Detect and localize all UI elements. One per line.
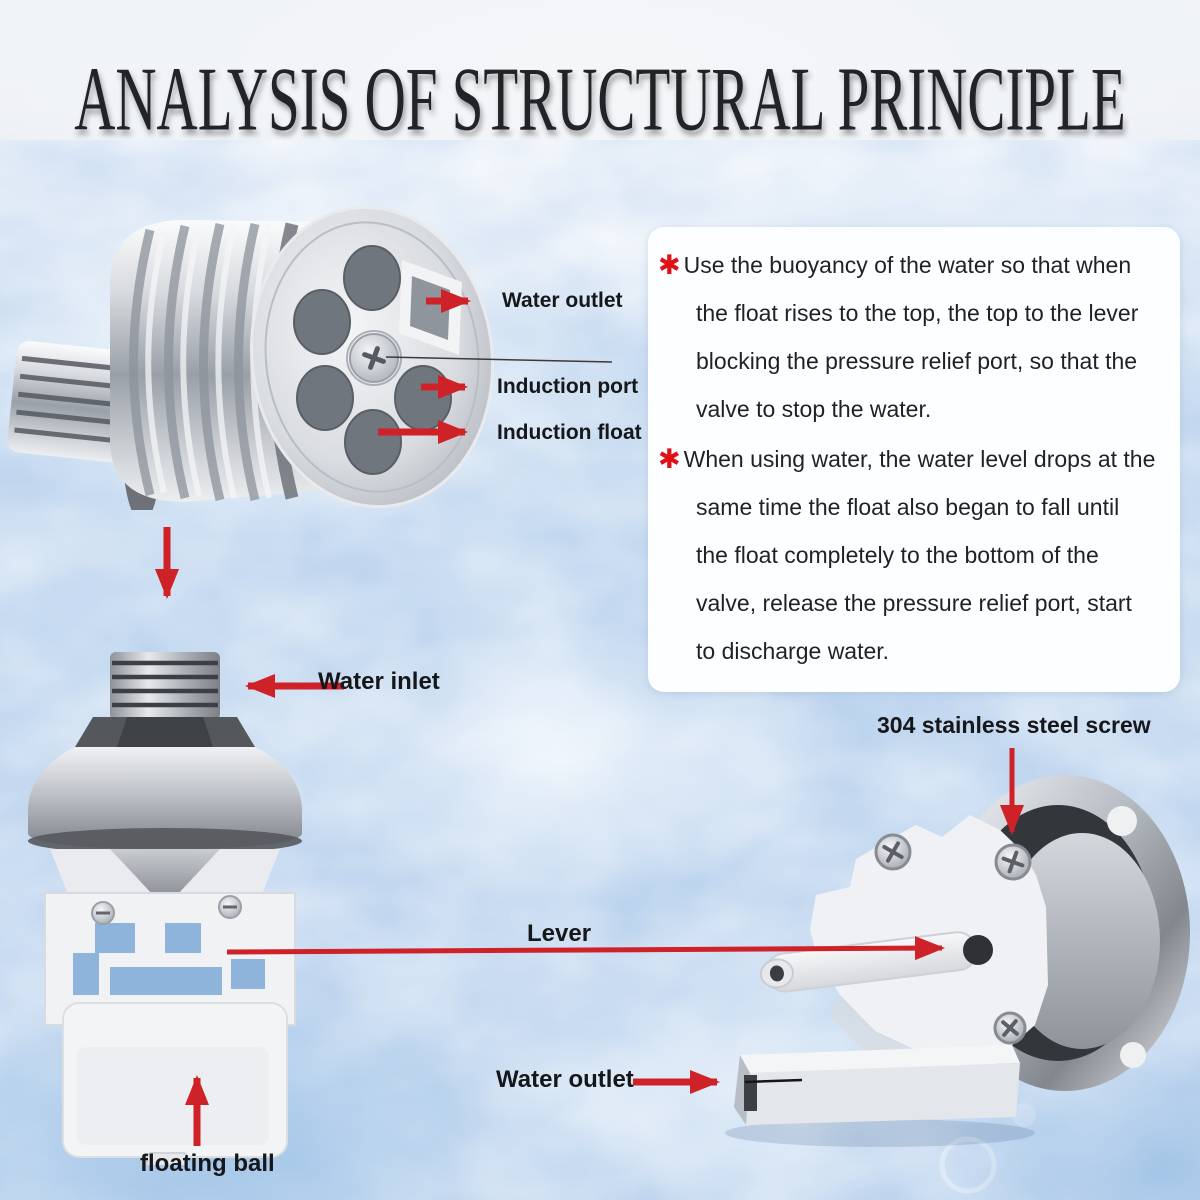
- fork-arm: [990, 915, 1034, 933]
- outlet-leader-line: [744, 1078, 803, 1084]
- lever-pivot-hole: [963, 935, 993, 965]
- label-floating-ball: floating ball: [140, 1150, 275, 1177]
- asterisk-bullet-icon: ✱: [658, 250, 681, 280]
- induction-holes: [293, 245, 452, 475]
- screw-leader-line: [385, 356, 613, 363]
- principle-panel: ✱Use the buoyancy of the water so that w…: [648, 227, 1180, 692]
- label-water-outlet-top: Water outlet: [502, 289, 623, 312]
- label-induction-port: Induction port: [497, 375, 639, 398]
- page-title: ANALYSIS OF STRUCTURAL PRINCIPLE: [74, 49, 1126, 151]
- plastic-peg: [1120, 1042, 1146, 1068]
- label-screw-304: 304 stainless steel screw: [877, 712, 1151, 738]
- label-induction-float: Induction float: [497, 421, 642, 444]
- label-water-outlet-bottom: Water outlet: [496, 1066, 634, 1093]
- bracket-screw: [91, 895, 242, 925]
- plastic-peg: [1107, 806, 1137, 836]
- float-valve-photo-assembled: [28, 652, 302, 1165]
- stainless-screw: [874, 833, 1032, 1045]
- label-lever: Lever: [527, 920, 592, 947]
- outlet-duct: [725, 1045, 1035, 1147]
- outlet-window: [399, 260, 462, 355]
- principle-bullet-2-text: When using water, the water level drops …: [683, 446, 1156, 664]
- inlet-thread: [110, 652, 220, 720]
- principle-bullet-2: ✱When using water, the water level drops…: [658, 435, 1156, 675]
- asterisk-bullet-icon: ✱: [658, 444, 681, 474]
- inlet-thread: [7, 341, 137, 463]
- float-valve-photo-disassembled: [725, 775, 1190, 1147]
- lever-arrow: [226, 936, 945, 961]
- principle-bullet-1-text: Use the buoyancy of the water so that wh…: [683, 252, 1139, 422]
- floating-ball-box: [62, 1002, 288, 1165]
- chrome-dome: [28, 747, 302, 854]
- hex-nut: [75, 717, 255, 747]
- label-water-inlet: Water inlet: [318, 668, 440, 695]
- principle-bullet-1: ✱Use the buoyancy of the water so that w…: [658, 241, 1156, 433]
- funnel-block: [50, 849, 280, 899]
- fork-arm: [990, 967, 1034, 985]
